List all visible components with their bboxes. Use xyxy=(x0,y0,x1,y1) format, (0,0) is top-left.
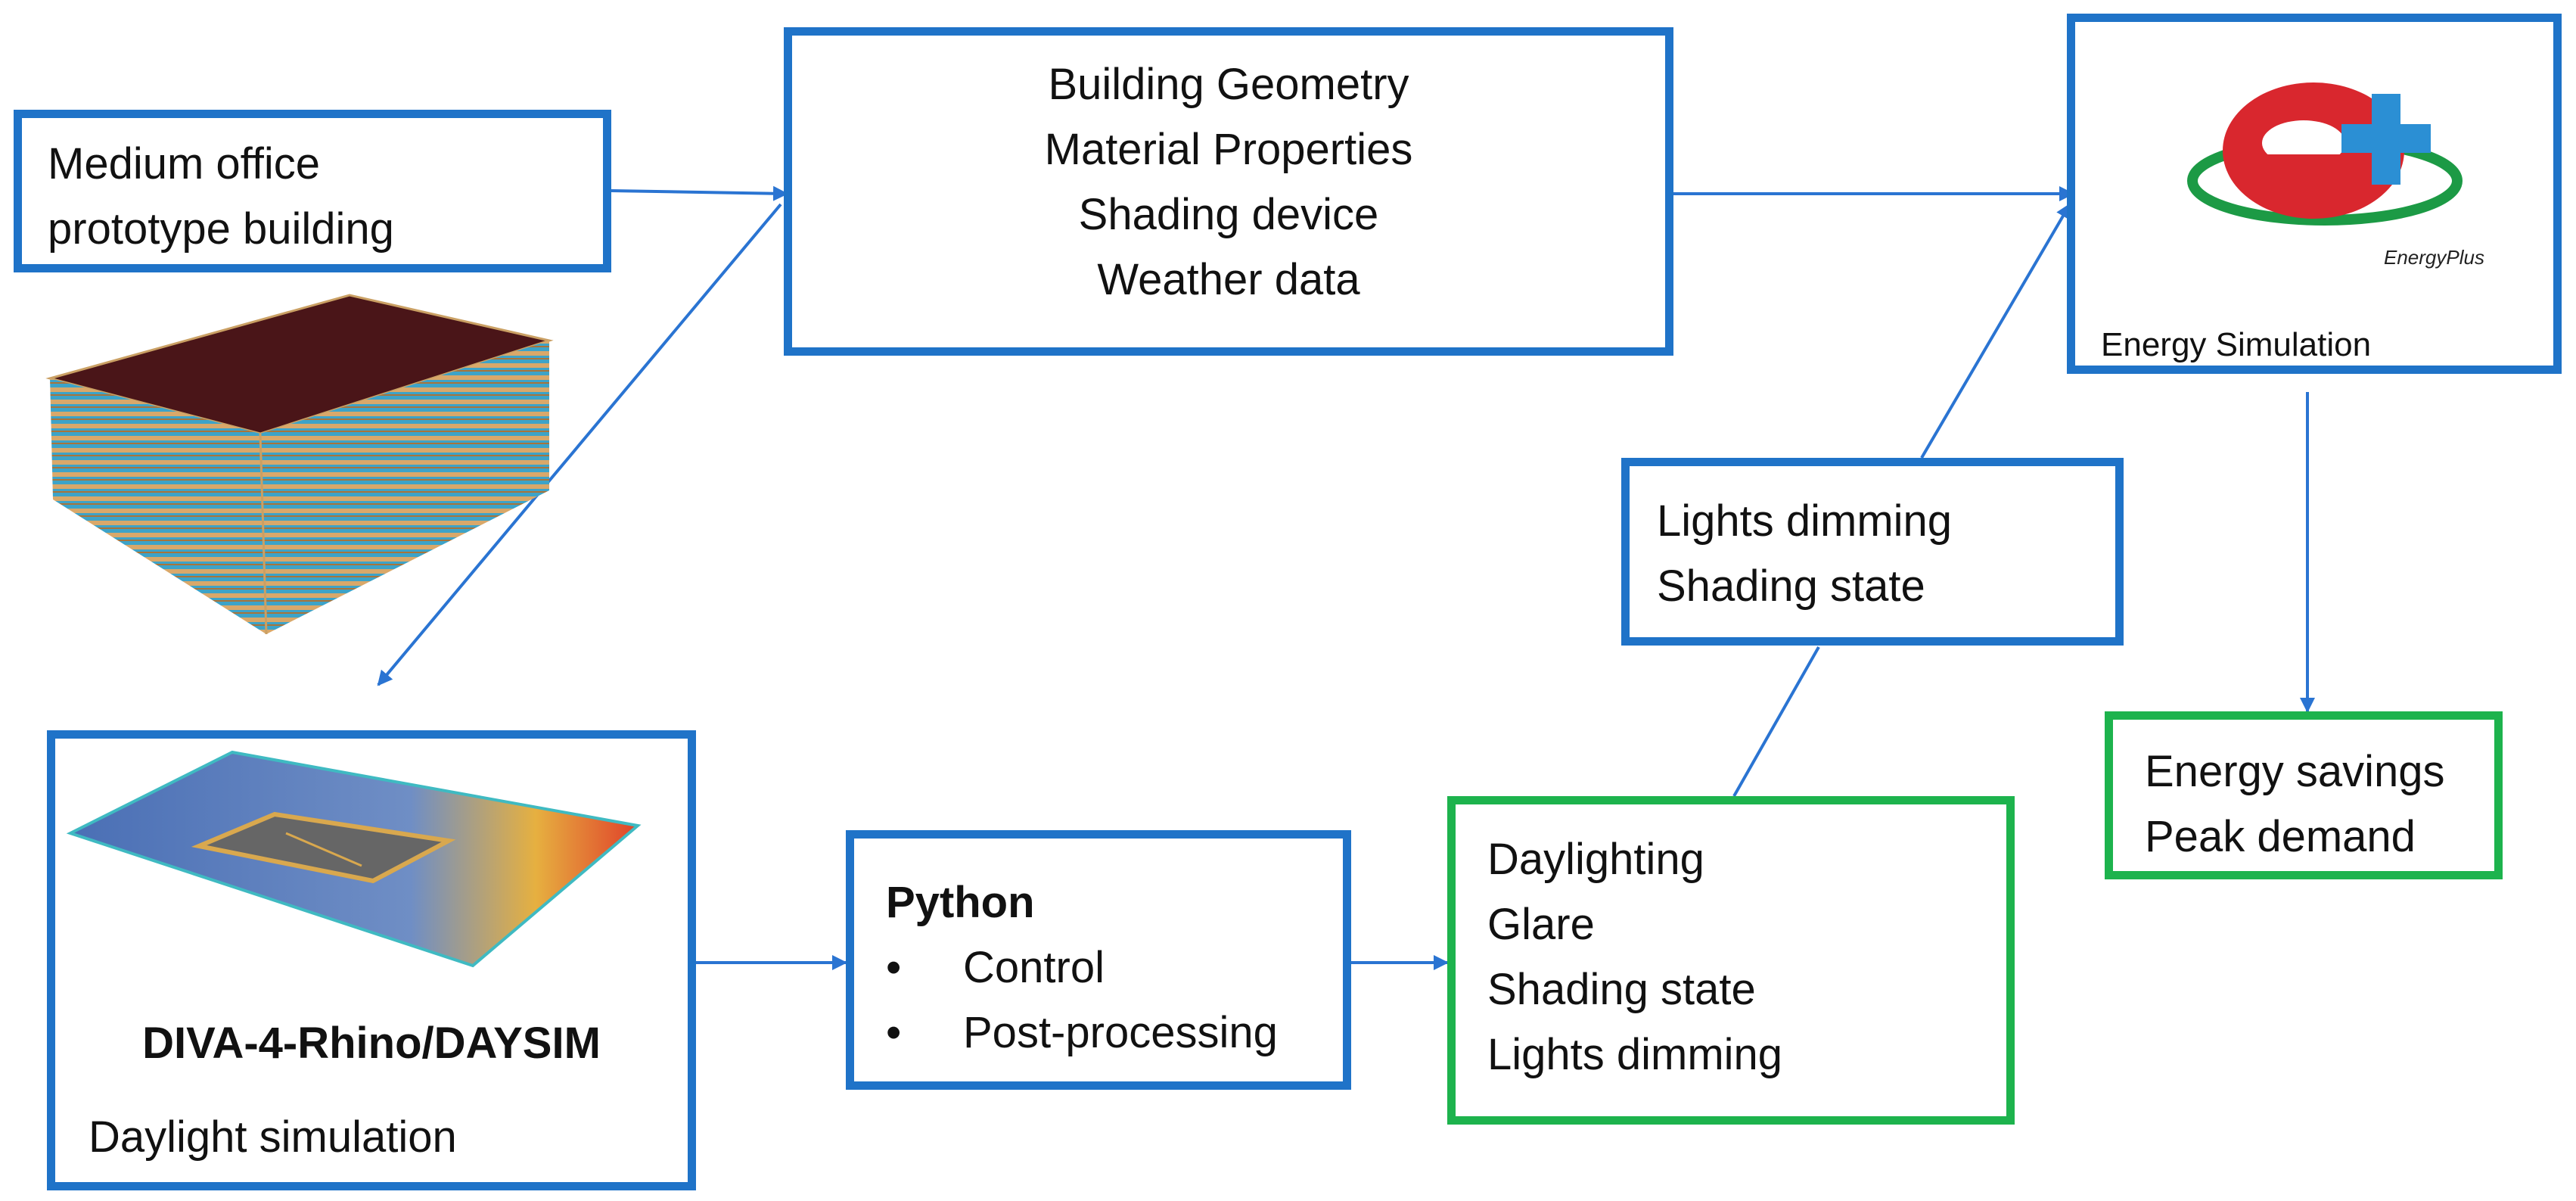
result-glare: Glare xyxy=(1487,900,1595,949)
python-bullet-postprocessing-label: Post-processing xyxy=(963,1008,1278,1057)
results-box: Daylighting Glare Shading state Lights d… xyxy=(1447,796,2015,1125)
arrow-feedback-to-energyplus xyxy=(1920,203,2071,459)
line-results-to-feedback xyxy=(1732,646,1820,797)
daylight-box: DIVA-4-Rhino/DAYSIM Daylight simulation xyxy=(47,730,696,1190)
output-peak-demand: Peak demand xyxy=(2145,812,2416,861)
feedback-lights-dimming: Lights dimming xyxy=(1657,496,1953,546)
feedback-box: Lights dimming Shading state xyxy=(1621,458,2124,646)
parameters-box: Building Geometry Material Properties Sh… xyxy=(784,27,1673,356)
python-bullet-control-label: Control xyxy=(963,943,1105,992)
python-bullet-control: • Control xyxy=(886,935,1343,1000)
feedback-shading-state: Shading state xyxy=(1657,562,1925,611)
python-bullet-postprocessing: • Post-processing xyxy=(886,1000,1343,1066)
param-weather-data: Weather data xyxy=(1097,255,1360,304)
bullet-icon: • xyxy=(886,1008,902,1057)
result-shading-state: Shading state xyxy=(1487,965,1756,1014)
python-title: Python xyxy=(886,878,1035,927)
param-building-geometry: Building Geometry xyxy=(1048,60,1409,109)
python-box: Python • Control • Post-processing xyxy=(846,830,1351,1090)
result-daylighting: Daylighting xyxy=(1487,835,1704,884)
arrow-params-to-daylight xyxy=(377,203,782,686)
param-shading-device: Shading device xyxy=(1078,190,1379,239)
energyplus-logo-text: EnergyPlus xyxy=(2384,246,2484,269)
output-energy-savings: Energy savings xyxy=(2145,747,2445,796)
energyplus-box: EnergyPlus Energy Simulation xyxy=(2067,14,2562,374)
daylight-caption: Daylight simulation xyxy=(89,1112,457,1162)
output-box: Energy savings Peak demand xyxy=(2105,711,2503,879)
daylight-model-image xyxy=(66,750,642,968)
energyplus-logo: EnergyPlus xyxy=(2187,82,2484,269)
result-lights-dimming: Lights dimming xyxy=(1487,1030,1783,1079)
input-building-box: Medium office prototype building xyxy=(14,110,611,272)
bullet-icon: • xyxy=(886,943,902,992)
arrow-input-to-params xyxy=(611,185,788,201)
input-building-line2: prototype building xyxy=(48,204,394,254)
daylight-tool-name: DIVA-4-Rhino/DAYSIM xyxy=(142,1019,601,1068)
energyplus-caption: Energy Simulation xyxy=(2101,326,2372,363)
input-building-line1: Medium office xyxy=(48,139,320,188)
param-material-properties: Material Properties xyxy=(1044,125,1413,174)
